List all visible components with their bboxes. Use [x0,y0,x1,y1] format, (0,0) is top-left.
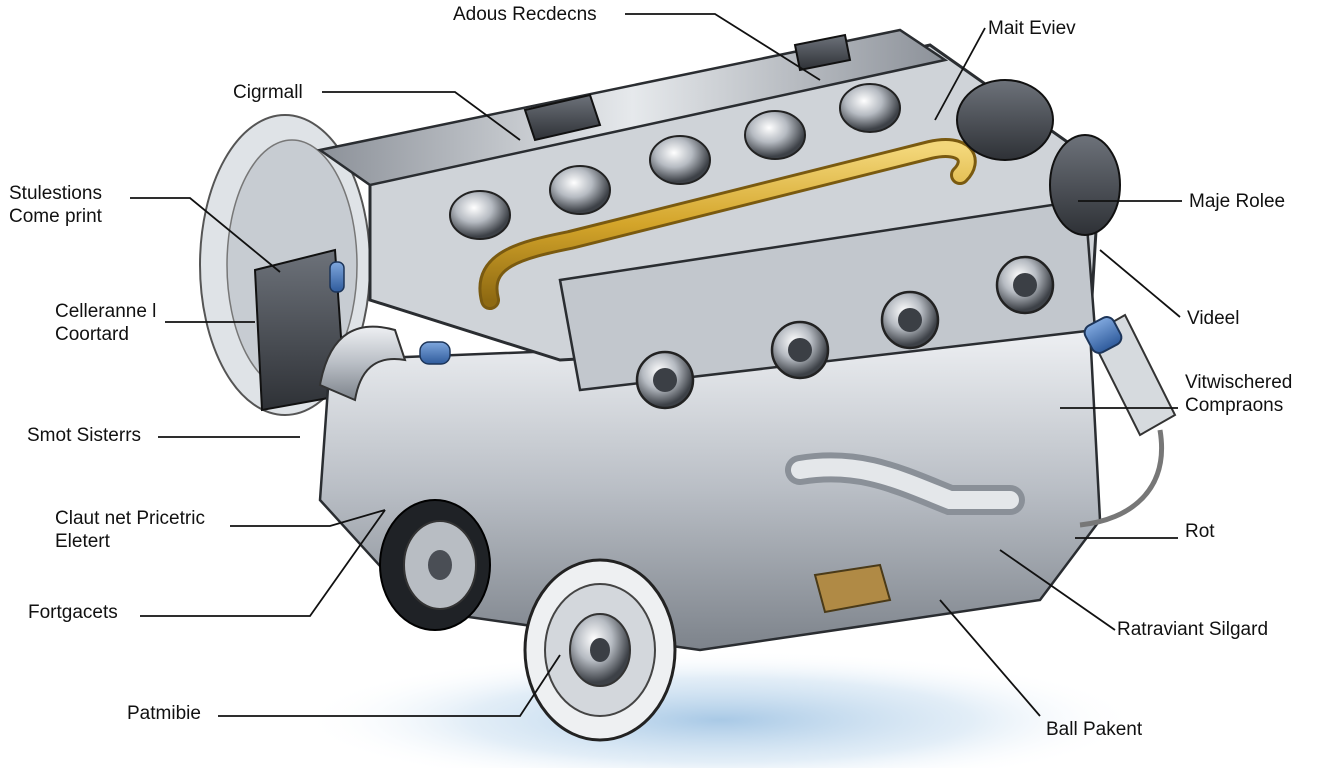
sensor-cable [1079,429,1164,528]
head-rail [316,28,949,187]
label-fortgacets: Fortgacets [28,602,118,623]
label-maje-rolee: Maje Rolee [1189,191,1286,212]
leader-lines [130,13,1182,717]
cam-pulley-lower [1049,134,1121,236]
valve-bosses [449,83,901,240]
label-ratraviant-silgard: Ratraviant Silgard [1117,619,1269,640]
label-rot: Rot [1185,521,1215,542]
cam-pulley-upper [956,79,1054,161]
label-adous-recdecns: Adous Recdecns [453,4,597,25]
label-ball-pakent: Ball Pakent [1046,719,1143,740]
label-smot-sisterrs: Smot Sisterrs [27,425,142,446]
engine-block [318,328,1102,652]
gold-pipe [481,141,974,307]
coolant-pipe [791,458,1019,509]
label-videel: Videel [1187,308,1240,329]
label-cigrmall: Cigrmall [233,82,303,103]
intake-ports [635,255,1055,410]
floor-glow [300,650,1140,768]
brass-fitting [813,563,892,614]
label-patmibie: Patmibie [127,703,201,724]
blue-sensor-right [1083,316,1123,354]
blue-sensor-left [329,261,345,293]
label-mait-eviev: Mait Eviev [988,18,1076,39]
